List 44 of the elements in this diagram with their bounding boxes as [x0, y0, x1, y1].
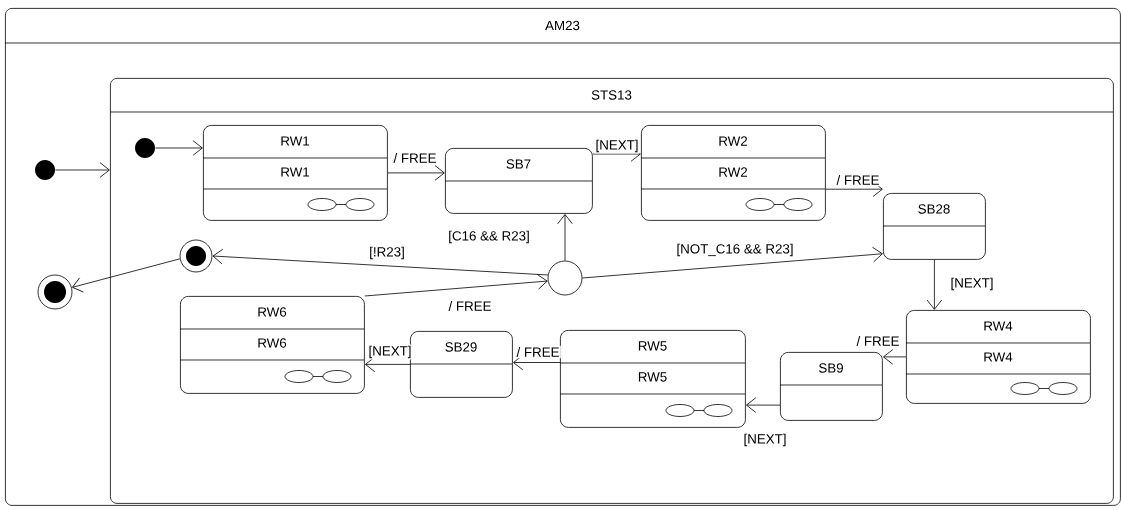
state-name: STS13 [591, 90, 632, 100]
edge-label: / FREE [392, 151, 438, 165]
edge-label: [NOT_C16 && R23] [675, 242, 795, 258]
arrow [557, 214, 573, 261]
final-state [179, 239, 213, 273]
state-name: RW1 [281, 136, 310, 146]
state-name: SB9 [819, 363, 843, 373]
state-name: SB28 [918, 204, 950, 214]
state-name: RW6 [258, 338, 287, 348]
edge-label: [NEXT] [949, 276, 995, 292]
edge-label: / FREE [835, 173, 881, 187]
state-name: SB29 [445, 342, 477, 352]
state-name: RW2 [719, 167, 748, 177]
edge-label: / FREE [515, 345, 561, 359]
initial-state-dot [35, 160, 55, 180]
edge-label: [!R23] [367, 245, 407, 261]
arrow [582, 246, 883, 279]
arrow [883, 349, 907, 365]
state-name: RW1 [281, 167, 310, 177]
state-name: RW2 [719, 136, 748, 146]
state-name: RW4 [984, 321, 1013, 331]
initial-state-dot [135, 138, 155, 158]
arrow [364, 274, 548, 297]
state-name: RW4 [984, 352, 1013, 362]
edge-label: / FREE [447, 299, 493, 313]
edge-label: / FREE [855, 334, 901, 348]
arrow [155, 140, 203, 156]
edge-label: [NEXT] [594, 138, 640, 154]
edge-label: [NEXT] [367, 344, 413, 360]
edge-label: [NEXT] [742, 432, 788, 448]
arrow [72, 258, 181, 293]
edge-label: [C16 && R23] [446, 229, 532, 245]
arrow [55, 162, 110, 178]
state-name: SB7 [506, 159, 531, 169]
arrow [387, 165, 445, 181]
state-name: RW5 [638, 372, 667, 382]
final-state [37, 274, 73, 310]
state-name: AM23 [545, 20, 580, 31]
arrow [926, 259, 943, 310]
arrow [212, 248, 549, 276]
arrow [746, 397, 781, 413]
state-name: RW5 [638, 341, 667, 351]
junction-circle [547, 260, 583, 296]
state-name: RW6 [258, 307, 287, 317]
